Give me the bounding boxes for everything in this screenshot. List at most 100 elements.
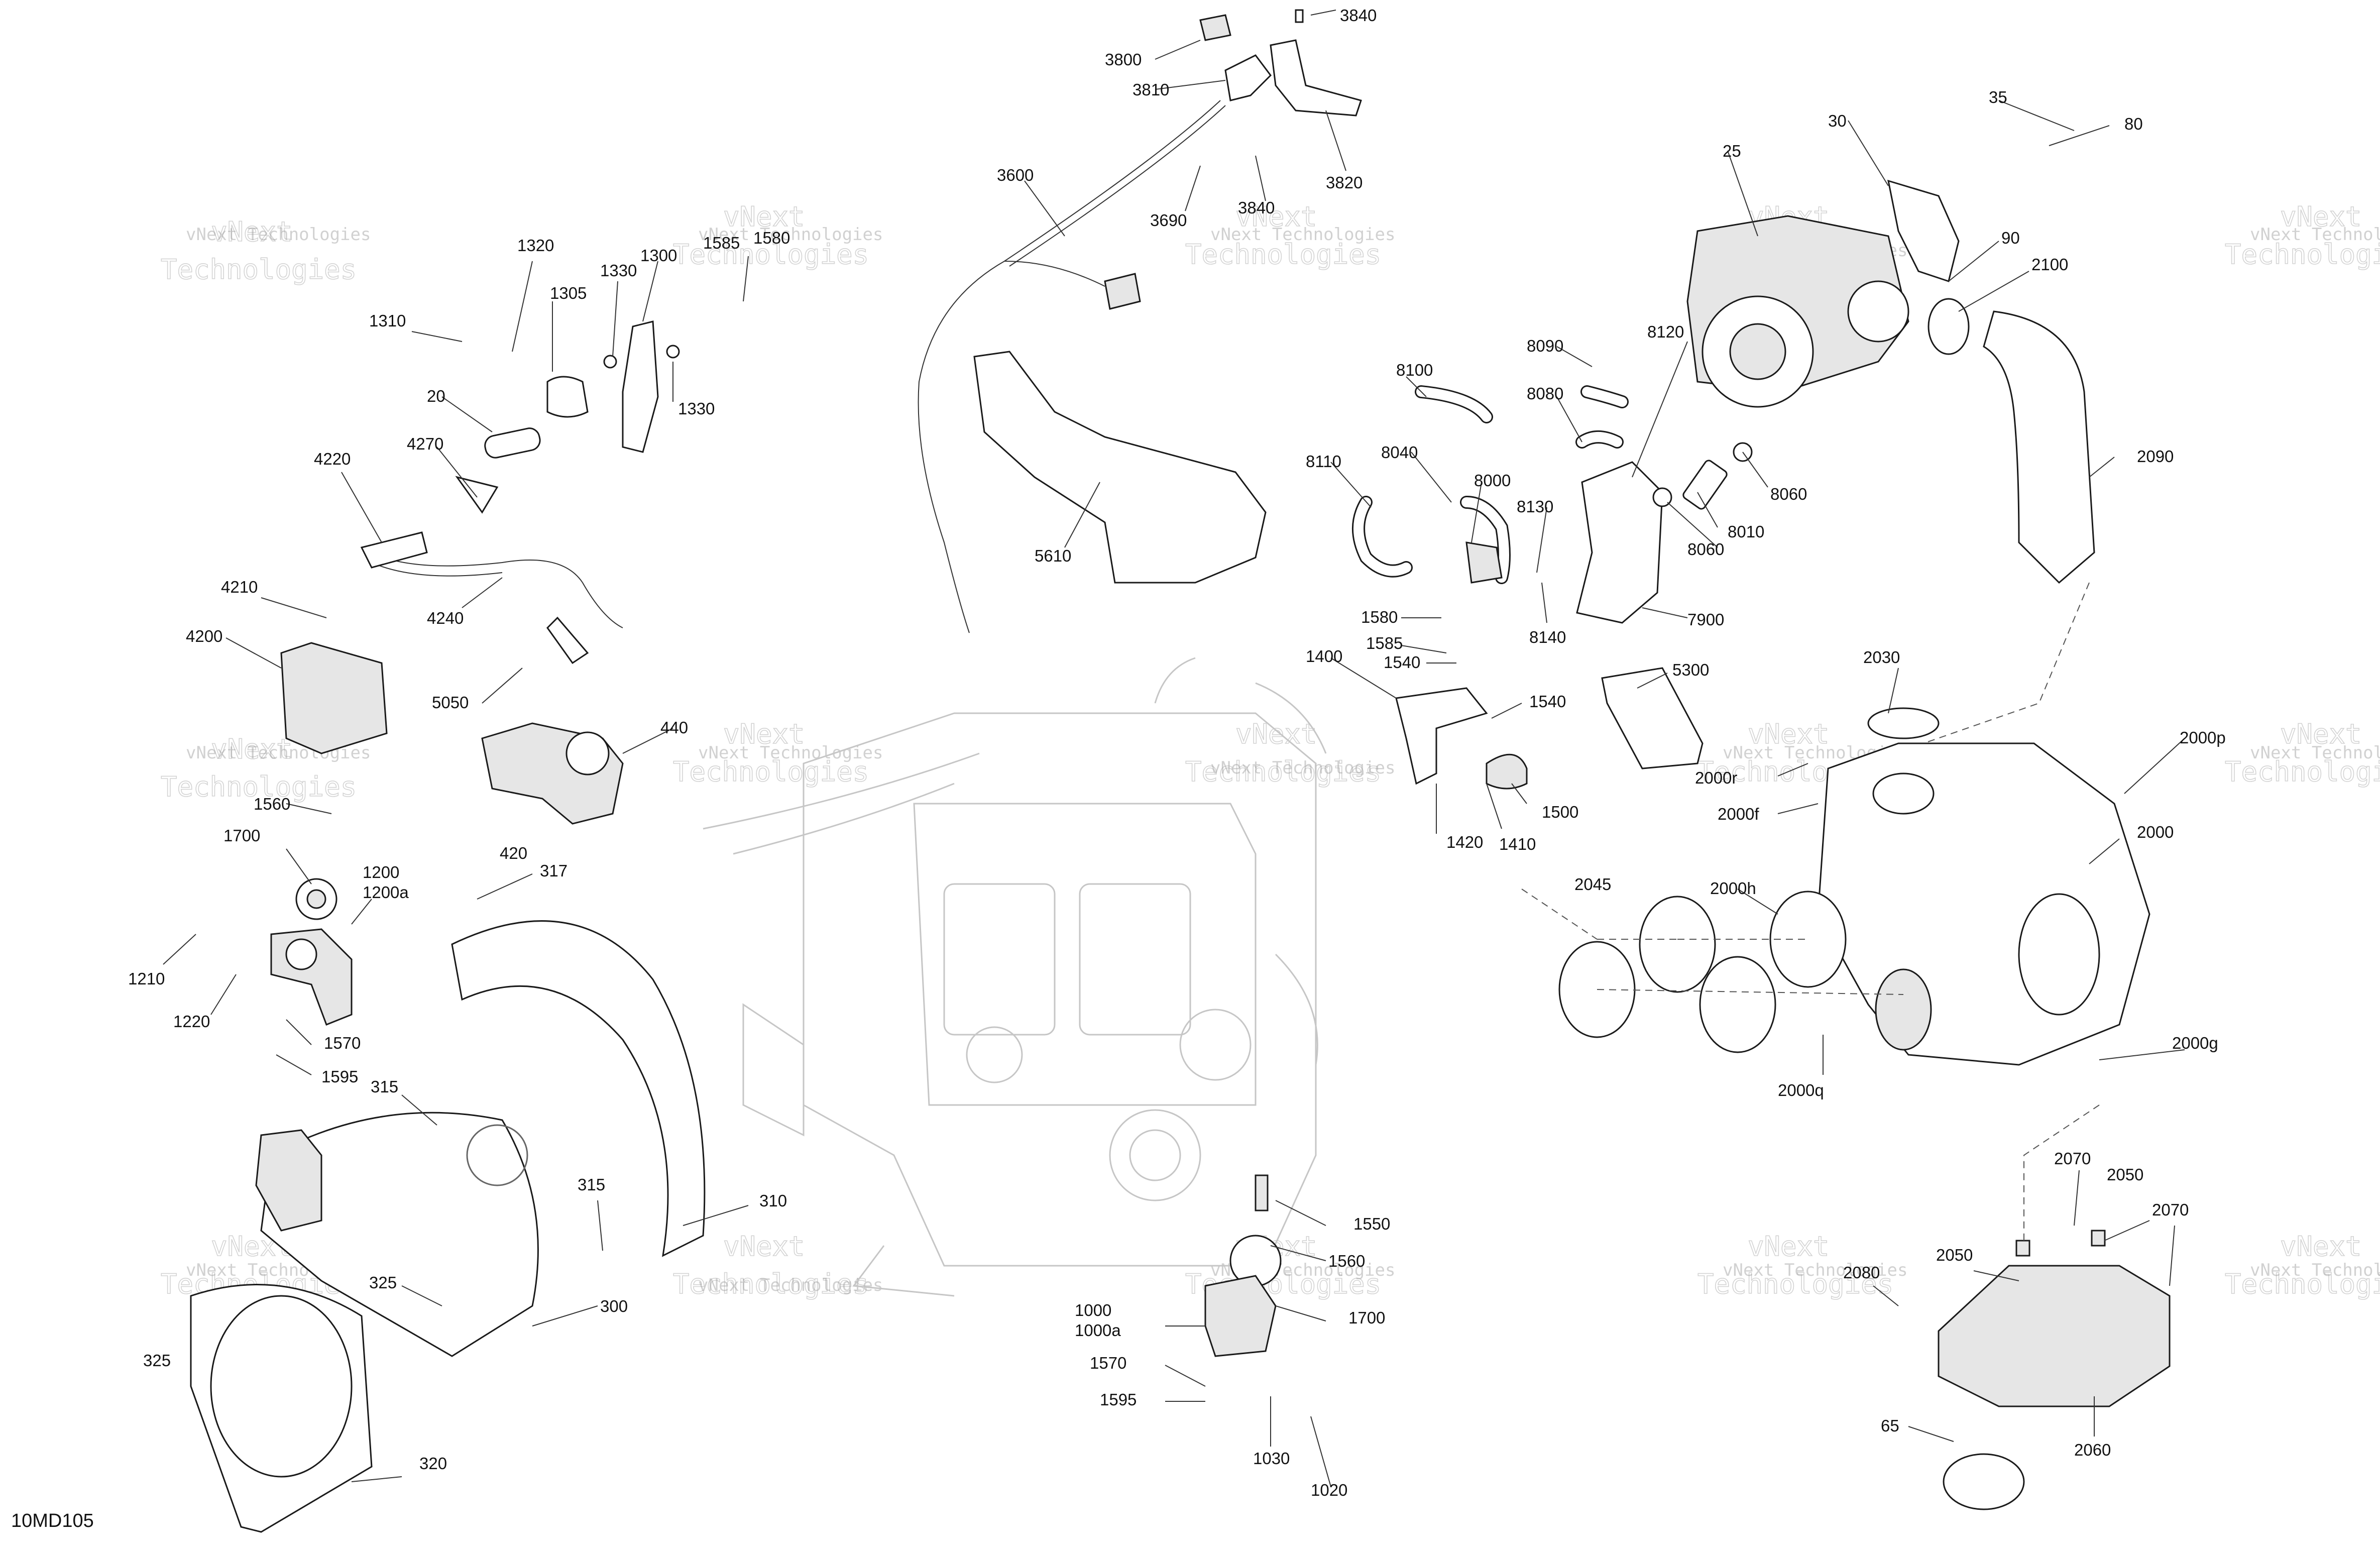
part-25-turbo (1686, 179, 1960, 408)
svg-text:vNext: vNext (1235, 201, 1317, 233)
callout-3810: 3810 (1132, 80, 1169, 99)
callout-325-b: 325 (143, 1351, 171, 1370)
callout-2000q: 2000q (1778, 1081, 1824, 1099)
watermark-text: vNext Technologies (186, 225, 371, 245)
svg-text:vNext Technologies: vNext Technologies (698, 225, 883, 245)
callout-1540-b: 1540 (1529, 692, 1566, 711)
callout-1300: 1300 (640, 246, 677, 265)
svg-text:vNext: vNext (1748, 1231, 1830, 1262)
callout-3800: 3800 (1105, 50, 1142, 69)
svg-text:vNext: vNext (1748, 718, 1830, 750)
part-310-belt-guard (255, 920, 706, 1357)
callout-315: 315 (371, 1077, 398, 1096)
svg-text:vNext: vNext (723, 1231, 805, 1262)
callout-1420: 1420 (1446, 833, 1483, 851)
callout-1200: 1200 (363, 863, 399, 881)
watermark-6: vNext Technologies vNext Technologies (160, 733, 371, 803)
callout-8080: 8080 (1527, 384, 1563, 403)
callout-2100: 2100 (2031, 255, 2068, 274)
part-4200-coil-harness (280, 476, 623, 754)
svg-text:Technologies: Technologies (2225, 756, 2380, 788)
watermark-7: vNext Technologies vNext Technologies (672, 718, 883, 788)
callout-4200: 4200 (186, 627, 222, 645)
callout-317: 317 (540, 861, 568, 880)
callout-1330-b: 1330 (678, 399, 715, 418)
watermark-line2: Technologies (161, 254, 357, 285)
callout-3840-top: 3840 (1340, 6, 1377, 25)
callout-8090: 8090 (1527, 337, 1563, 355)
svg-text:vNext Technologies: vNext Technologies (2250, 743, 2380, 763)
callout-1000: 1000 (1075, 1301, 1111, 1319)
callout-3690: 3690 (1150, 211, 1187, 230)
watermark-3: vNext Technologies vNext Technologies (1185, 200, 1395, 271)
watermark-14: vNext Technologies vNext Technologies (1697, 1230, 1907, 1300)
callout-2000r: 2000r (1695, 768, 1737, 787)
part-440-actuator (481, 722, 624, 825)
callout-1020: 1020 (1311, 1481, 1347, 1499)
callout-300: 300 (600, 1297, 628, 1315)
part-1400-bracket (1395, 687, 1528, 790)
callout-2090: 2090 (2137, 447, 2174, 466)
figure-id: 10MD105 (11, 1510, 94, 1531)
callout-1540: 1540 (1384, 653, 1420, 672)
callout-320: 320 (419, 1454, 447, 1473)
svg-text:Technologies: Technologies (673, 756, 869, 788)
callout-35: 35 (1989, 88, 2007, 106)
callout-90: 90 (2001, 229, 2020, 247)
callout-325: 325 (369, 1273, 397, 1292)
callout-1580: 1580 (753, 229, 790, 247)
callout-2000g: 2000g (2172, 1034, 2218, 1052)
callout-1570: 1570 (324, 1034, 361, 1052)
callout-1320: 1320 (517, 236, 554, 255)
callout-1210: 1210 (128, 969, 165, 988)
part-5610-shield (973, 351, 1267, 584)
svg-text:vNext: vNext (723, 718, 805, 750)
callout-1550: 1550 (1353, 1214, 1390, 1233)
svg-text:vNext: vNext (2280, 1231, 2362, 1262)
callout-8140: 8140 (1529, 628, 1566, 646)
callout-1580-b: 1580 (1361, 608, 1398, 626)
callout-30: 30 (1828, 112, 1847, 130)
svg-text:vNext: vNext (1235, 718, 1317, 750)
callout-1500: 1500 (1542, 803, 1578, 821)
svg-text:vNext Technologies: vNext Technologies (2250, 225, 2380, 245)
callout-8010: 8010 (1728, 522, 1764, 541)
callout-3840: 3840 (1238, 198, 1275, 217)
callout-2000p: 2000p (2180, 728, 2226, 747)
callout-2050: 2050 (2107, 1165, 2143, 1184)
callout-2070: 2070 (2054, 1149, 2091, 1168)
svg-text:Technologies: Technologies (673, 1268, 869, 1300)
svg-text:vNext Technologies: vNext Technologies (2250, 1260, 2380, 1280)
callout-4240: 4240 (427, 609, 464, 627)
watermark-10: vNext Technologies vNext Technologies (2224, 718, 2380, 788)
ghost-engine-block (703, 657, 1327, 1297)
part-clamps (1558, 891, 1847, 1053)
callout-labels: 3840 3800 3810 3820 3840 3690 3600 5610 … (128, 6, 2226, 1499)
part-8000-hoses (1352, 385, 1629, 584)
callout-3820: 3820 (1326, 173, 1363, 192)
callout-8040: 8040 (1381, 443, 1418, 462)
callout-1305: 1305 (550, 284, 587, 302)
part-3800-3820-bracket-group (1199, 9, 1362, 117)
svg-text:vNext: vNext (211, 733, 293, 765)
callout-1220: 1220 (173, 1012, 210, 1031)
callout-5050: 5050 (432, 693, 469, 712)
callout-8060-b: 8060 (1687, 540, 1724, 559)
callout-8060: 8060 (1770, 485, 1807, 503)
callout-1595-b: 1595 (1100, 1390, 1137, 1409)
callout-2000f: 2000f (1718, 805, 1759, 823)
callout-1310: 1310 (369, 311, 406, 330)
callout-2030: 2030 (1863, 648, 1900, 667)
callout-2050-b: 2050 (1936, 1246, 1973, 1264)
callout-8100: 8100 (1396, 361, 1433, 379)
svg-text:vNext Technologies: vNext Technologies (1210, 225, 1395, 245)
svg-text:vNext: vNext (2280, 201, 2362, 233)
svg-text:vNext: vNext (2280, 718, 2362, 750)
leader-lines (163, 10, 2185, 1487)
callout-7900: 7900 (1687, 610, 1724, 629)
callout-1560: 1560 (254, 795, 290, 813)
callout-2070-b: 2070 (2152, 1200, 2189, 1219)
callout-1595: 1595 (321, 1067, 358, 1086)
